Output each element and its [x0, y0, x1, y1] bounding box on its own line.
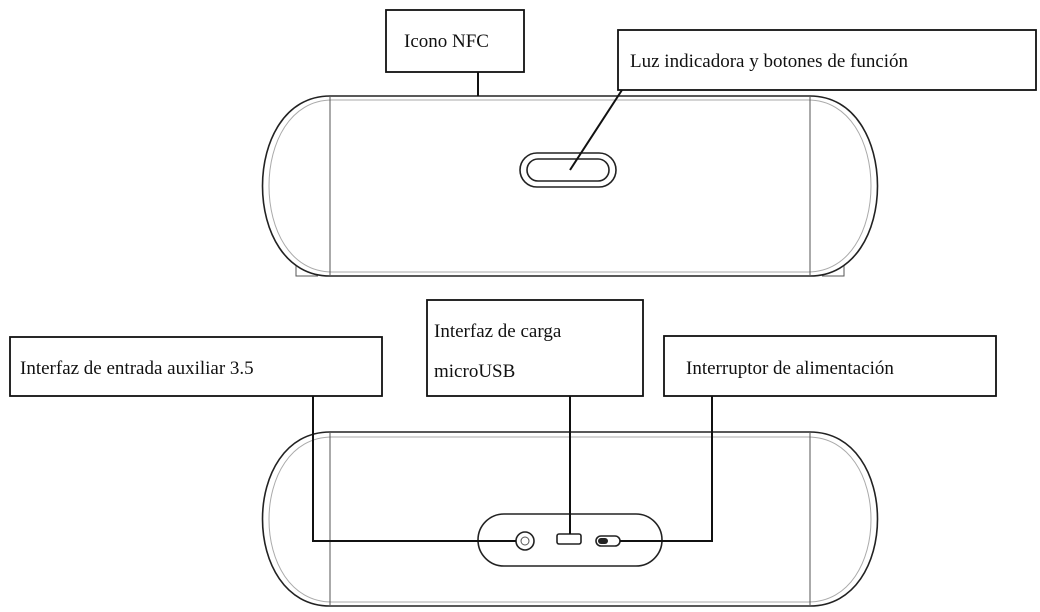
function-button-inner — [526, 158, 610, 182]
callout-power: Interruptor de alimentación — [663, 335, 997, 397]
power-leader-line — [620, 396, 713, 542]
speaker-top-body — [261, 95, 879, 277]
function-button-outer — [519, 152, 617, 188]
aux-jack-inner — [520, 536, 530, 546]
speaker-rear-body — [261, 431, 879, 607]
speaker-top-left-foot — [295, 266, 318, 277]
indicator-leader-line — [569, 89, 623, 171]
speaker-top-right-foot — [822, 266, 845, 277]
power-switch-knob — [598, 538, 608, 544]
callout-nfc-box — [385, 9, 525, 73]
callout-aux-box — [9, 336, 383, 397]
callout-charging: Interfaz de carga microUSB — [426, 299, 644, 397]
callout-charging-label-line1: Interfaz de carga — [434, 321, 562, 342]
callout-charging-label-line2: microUSB — [434, 361, 515, 382]
callout-power-label: Interruptor de alimentación — [686, 358, 894, 379]
callout-power-box — [663, 335, 997, 397]
callout-nfc-label: Icono NFC — [404, 31, 489, 52]
aux-jack-icon — [515, 531, 535, 551]
speaker-top-view — [261, 72, 879, 277]
callout-indicator-box — [617, 29, 1037, 91]
callout-indicator: Luz indicadora y botones de función — [617, 29, 1037, 91]
speaker-rear-inner-contour — [268, 436, 872, 603]
aux-leader-line — [312, 396, 516, 542]
callout-indicator-label: Luz indicadora y botones de función — [630, 51, 909, 72]
speaker-top-inner-contour — [268, 99, 872, 273]
micro-usb-port-icon — [556, 533, 582, 545]
callout-nfc: Icono NFC — [385, 9, 525, 73]
callout-charging-box — [426, 299, 644, 397]
speaker-rear-view — [261, 396, 879, 607]
callout-aux-label: Interfaz de entrada auxiliar 3.5 — [20, 358, 254, 379]
callout-aux: Interfaz de entrada auxiliar 3.5 — [9, 336, 383, 397]
